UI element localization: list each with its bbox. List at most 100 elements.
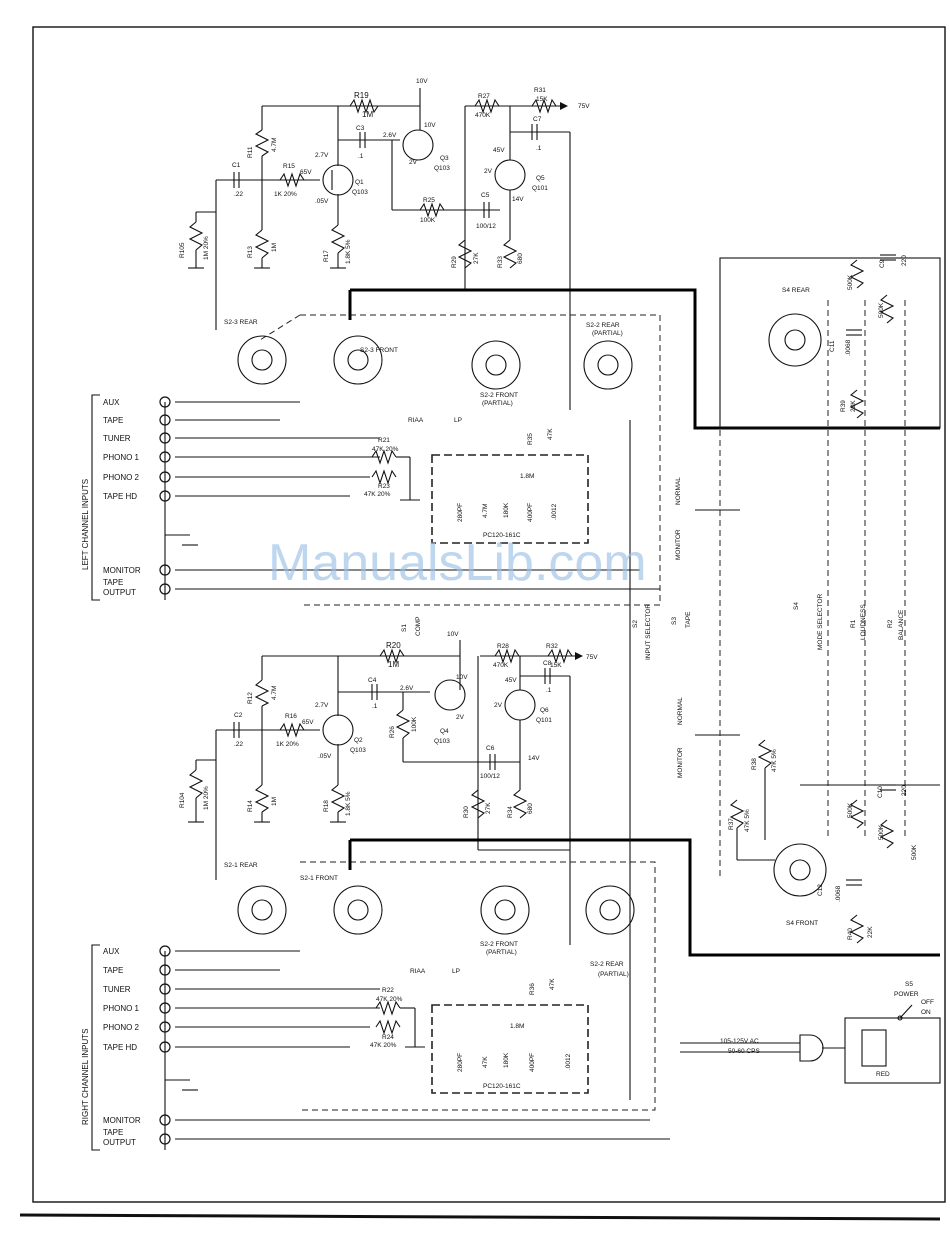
- r-v-2v-b: 2V: [494, 702, 503, 709]
- r22-value: 47K 20%: [376, 996, 403, 1003]
- q5-transistor: [494, 159, 526, 191]
- c6-value: 100/12: [480, 773, 500, 780]
- right-input-phono2: PHONO 2: [103, 1023, 140, 1032]
- right-input-tuner: TUNER: [103, 985, 131, 994]
- s2-2-front-label-b: S2-2 FRONT: [480, 941, 518, 948]
- l-v-45v: 45V: [493, 147, 505, 154]
- r37-value: 47K 5%: [744, 809, 751, 832]
- l-v-05v: .05V: [315, 198, 329, 205]
- r104-value: 1M 20%: [203, 786, 210, 810]
- pot-bottom-value: 500K: [847, 802, 854, 818]
- c4-ref: C4: [368, 677, 377, 684]
- r20-ref: R20: [386, 641, 401, 650]
- r-v-14v: 14V: [528, 755, 540, 762]
- input-selector-label: INPUT SELECTOR: [645, 604, 652, 660]
- right-input-tape: TAPE: [103, 966, 123, 975]
- r-v-75v: 75V: [586, 654, 598, 661]
- r-eq-0012: .0012: [565, 1053, 572, 1070]
- r34-value: 680: [527, 803, 534, 814]
- r19-resistor: [349, 98, 379, 114]
- l-eq-name: PC120-161C: [483, 532, 521, 539]
- r21-value: 47K 20%: [372, 446, 399, 453]
- r-normal: NORMAL: [677, 697, 684, 725]
- r-v-10v: 10V: [447, 631, 459, 638]
- c1-value: .22: [234, 191, 243, 198]
- r26-resistor: [395, 709, 411, 739]
- c5-ref: C5: [481, 192, 490, 199]
- s2-2-front-wafer-b: [480, 885, 530, 935]
- s1-ref: S1: [401, 624, 408, 632]
- c12-value: .0068: [835, 885, 842, 902]
- s2-2-rear-partial-b: (PARTIAL): [598, 971, 629, 978]
- r13-value: 1M: [271, 243, 278, 252]
- r22-ref: R22: [382, 987, 394, 994]
- q6-transistor: [504, 689, 536, 721]
- r15-ref: R15: [283, 163, 295, 170]
- c12-ref: C12: [817, 884, 824, 896]
- power-label: POWER: [894, 991, 919, 998]
- pot-500k-top-2: [879, 294, 895, 324]
- r-v-65v: 65V: [302, 719, 314, 726]
- q2-ref: Q2: [354, 737, 363, 744]
- r20-value: 1M: [388, 660, 399, 669]
- r17-value: 1.8K 5%: [345, 239, 352, 264]
- power-on: ON: [921, 1009, 931, 1016]
- r105-ref: R105: [179, 242, 186, 258]
- r12-resistor: [254, 679, 270, 707]
- left-input-tape: TAPE: [103, 416, 123, 425]
- r-v-10v-b: 10V: [456, 674, 468, 681]
- r28-value: 470K: [493, 662, 509, 669]
- r39-resistor: [849, 389, 865, 419]
- l-eq-0012: .0012: [551, 503, 558, 520]
- q3-type: Q103: [434, 165, 450, 172]
- r16-resistor: [279, 722, 305, 738]
- s2-3-rear-label: S2-3 REAR: [224, 319, 258, 326]
- right-input-jacks: [159, 945, 198, 1150]
- s4-rear-label: S4 REAR: [782, 287, 810, 294]
- r-v-2-6v: 2.6V: [400, 685, 414, 692]
- s2-1-rear-label: S2-1 REAR: [224, 862, 258, 869]
- r11-resistor: [254, 129, 270, 157]
- s4-ref: S4: [793, 602, 800, 610]
- bottom-edge: [19, 1213, 941, 1221]
- r40-ref: R40: [847, 928, 854, 940]
- ac-plug-icon: [799, 1034, 824, 1062]
- c11-value: .0068: [845, 339, 852, 356]
- r-v-2v: 2V: [456, 714, 465, 721]
- c4-value: .1: [372, 703, 378, 710]
- c8-ref: C8: [543, 660, 552, 667]
- c7-value: .1: [536, 145, 542, 152]
- r21-ref: R21: [378, 437, 390, 444]
- r39-ref: R39: [840, 400, 847, 412]
- r17-ref: R17: [323, 250, 330, 262]
- r16-value: 1K 20%: [276, 741, 299, 748]
- r11-value: 4.7M: [271, 138, 278, 152]
- right-input-aux: AUX: [103, 947, 120, 956]
- l-eq-4-7m: 4.7M: [482, 504, 489, 518]
- left-channel-title: LEFT CHANNEL INPUTS: [81, 479, 90, 570]
- q1-ref: Q1: [355, 179, 364, 186]
- c10-ref: C10: [877, 786, 884, 798]
- r31-ref: R31: [534, 87, 546, 94]
- right-input-tape-hd: TAPE HD: [103, 1043, 137, 1052]
- r19-value: 1M: [362, 110, 373, 119]
- s2-2-front-partial-b: (PARTIAL): [486, 949, 517, 956]
- r25-ref: R25: [423, 197, 435, 204]
- right-channel: [175, 640, 940, 1140]
- r105-value: 1M 20%: [203, 236, 210, 260]
- right-channel-title: RIGHT CHANNEL INPUTS: [81, 1029, 90, 1125]
- mains-frequency: 50-60 CPS: [728, 1048, 760, 1055]
- right-output-monitor: MONITOR: [103, 1116, 141, 1125]
- r22-resistor: [375, 1000, 401, 1016]
- r14-resistor: [254, 784, 270, 813]
- r104-resistor: [188, 769, 204, 799]
- q5-ref: Q5: [536, 175, 545, 182]
- l-v-2v: 2V: [409, 159, 418, 166]
- s2-ref: S2: [632, 620, 639, 628]
- r35-value: 47K: [547, 428, 554, 440]
- l-v-10v-b: 10V: [424, 122, 436, 129]
- right-output-tape: TAPE: [103, 1128, 123, 1137]
- c8-value: .1: [546, 687, 552, 694]
- right-output-output: OUTPUT: [103, 1138, 136, 1147]
